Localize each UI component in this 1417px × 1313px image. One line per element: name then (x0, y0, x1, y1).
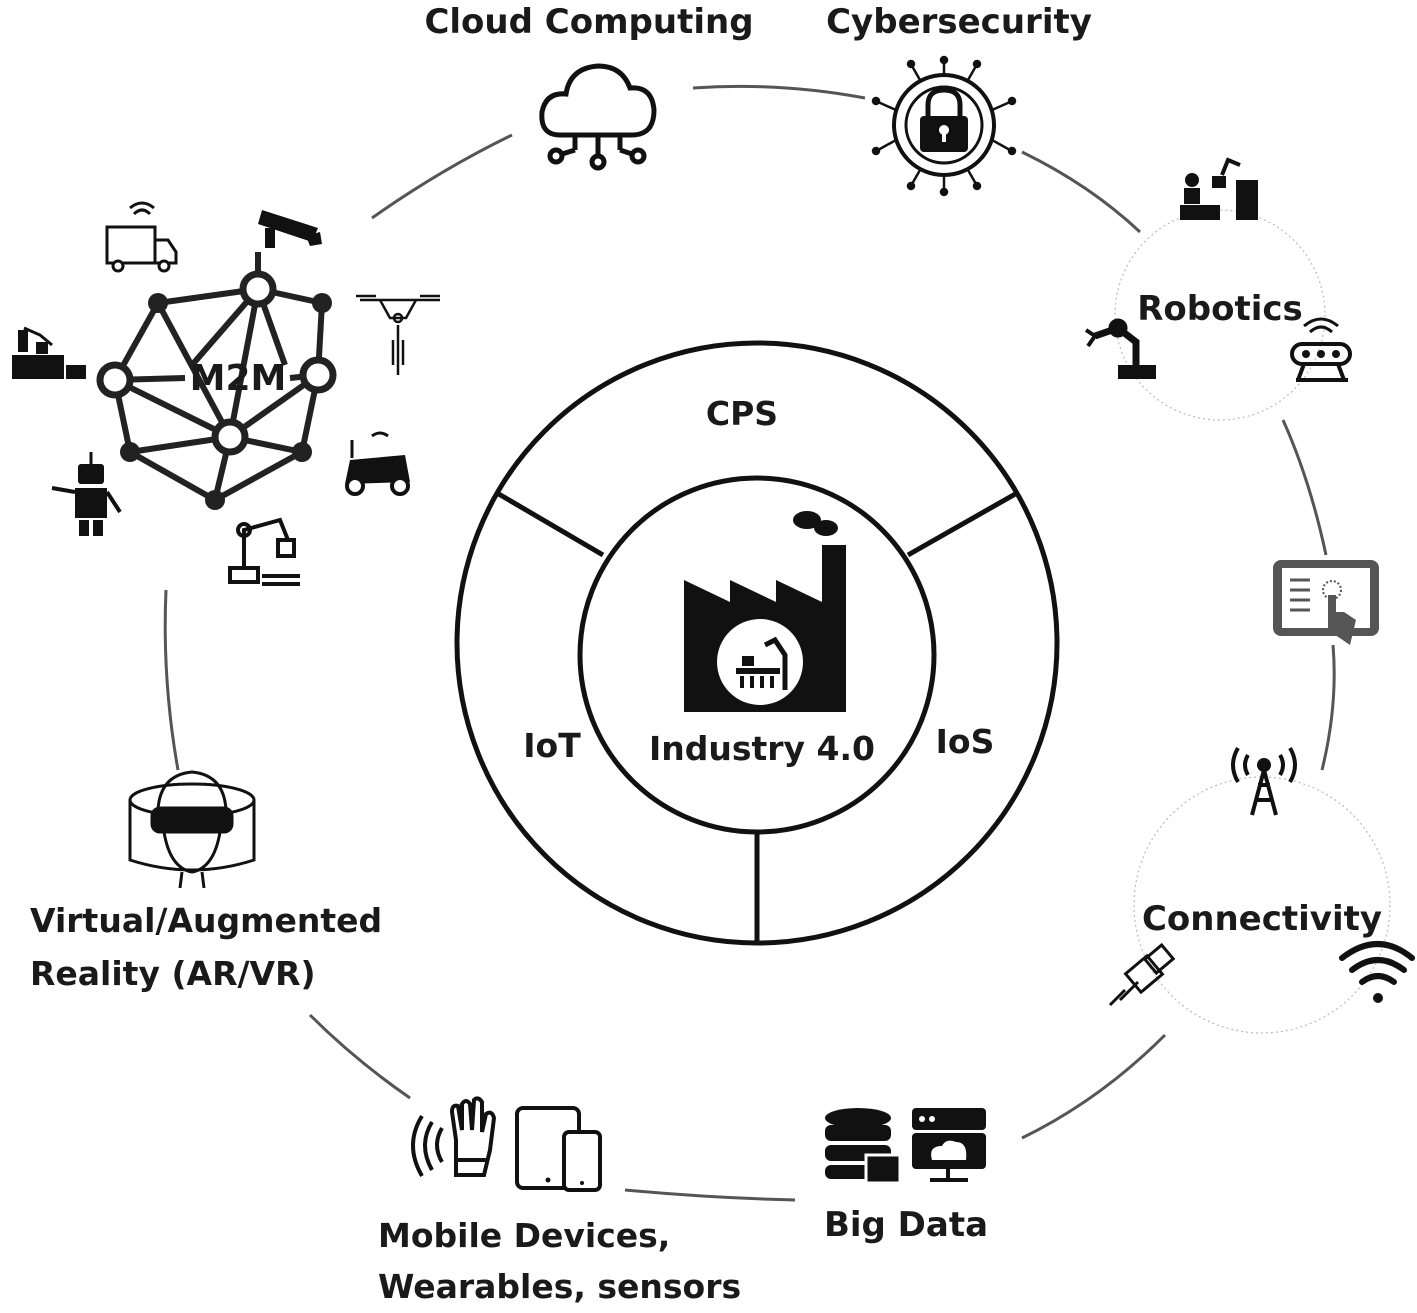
label-mobile-line2: Wearables, sensors (378, 1267, 741, 1306)
truck-icon (105, 201, 178, 273)
m2m-network: M2M (96, 252, 337, 510)
conveyor-icon (12, 326, 86, 379)
arc-arvr-m2m (163, 589, 180, 771)
arc-bigdata-mobile (624, 1188, 796, 1202)
drone-icon (356, 294, 440, 375)
server-cloud-icon (912, 1108, 986, 1182)
segment-ios: IoS (936, 722, 995, 761)
arc-cloud-cyber (692, 84, 866, 100)
padlock-circuit-icon (871, 55, 1017, 197)
center-ring: CPS IoT IoS Industry 4.0 (454, 340, 1060, 946)
ethernet-plug-icon (1108, 942, 1176, 1007)
connectivity-cluster-outline (1133, 776, 1391, 1034)
tablet-phone-icon (515, 1106, 602, 1192)
label-m2m: M2M (190, 358, 287, 399)
vr-headset-icon (128, 770, 256, 889)
divider-left (495, 490, 605, 558)
robotics-cluster-outline (1114, 209, 1326, 421)
rover-icon (345, 431, 410, 496)
arc-cyber-robotics (1021, 150, 1142, 234)
arc-connectivity-bigdata (1021, 1033, 1167, 1140)
segment-iot: IoT (523, 726, 581, 765)
label-arvr-line1: Virtual/Augmented (30, 901, 382, 940)
label-arvr-line2: Reality (AR/VR) (30, 954, 316, 993)
segment-cps: CPS (706, 394, 778, 433)
divider-right (906, 490, 1019, 558)
arc-mobile-arvr (308, 1013, 411, 1100)
arc-tablet-tower (1320, 644, 1336, 771)
database-icon (825, 1108, 902, 1185)
label-cloud-computing: Cloud Computing (424, 2, 753, 42)
cctv-camera-icon (258, 210, 322, 248)
robot-icon (51, 452, 122, 536)
label-robotics: Robotics (1137, 289, 1303, 329)
robot-arm-icon (1084, 318, 1156, 379)
wifi-icon (1339, 941, 1415, 1003)
label-connectivity: Connectivity (1142, 899, 1382, 939)
factory-worker-icon (1180, 157, 1258, 220)
label-big-data: Big Data (824, 1205, 988, 1245)
radio-tower-icon (1231, 746, 1297, 816)
factory-icon (684, 511, 846, 712)
arc-robotics-tablet (1281, 419, 1328, 556)
center-title: Industry 4.0 (649, 729, 875, 768)
label-mobile-line1: Mobile Devices, (378, 1216, 670, 1255)
hand-gesture-icon (411, 1096, 497, 1178)
industrial-arm-icon (228, 517, 300, 586)
arc-m2m-cloud (371, 133, 513, 220)
outer-ring-arcs (163, 84, 1336, 1202)
touchscreen-tablet-icon (1273, 560, 1379, 645)
cloud-network-icon (539, 63, 657, 171)
label-cybersecurity: Cybersecurity (826, 2, 1092, 42)
robot-vacuum-icon (1290, 317, 1352, 382)
